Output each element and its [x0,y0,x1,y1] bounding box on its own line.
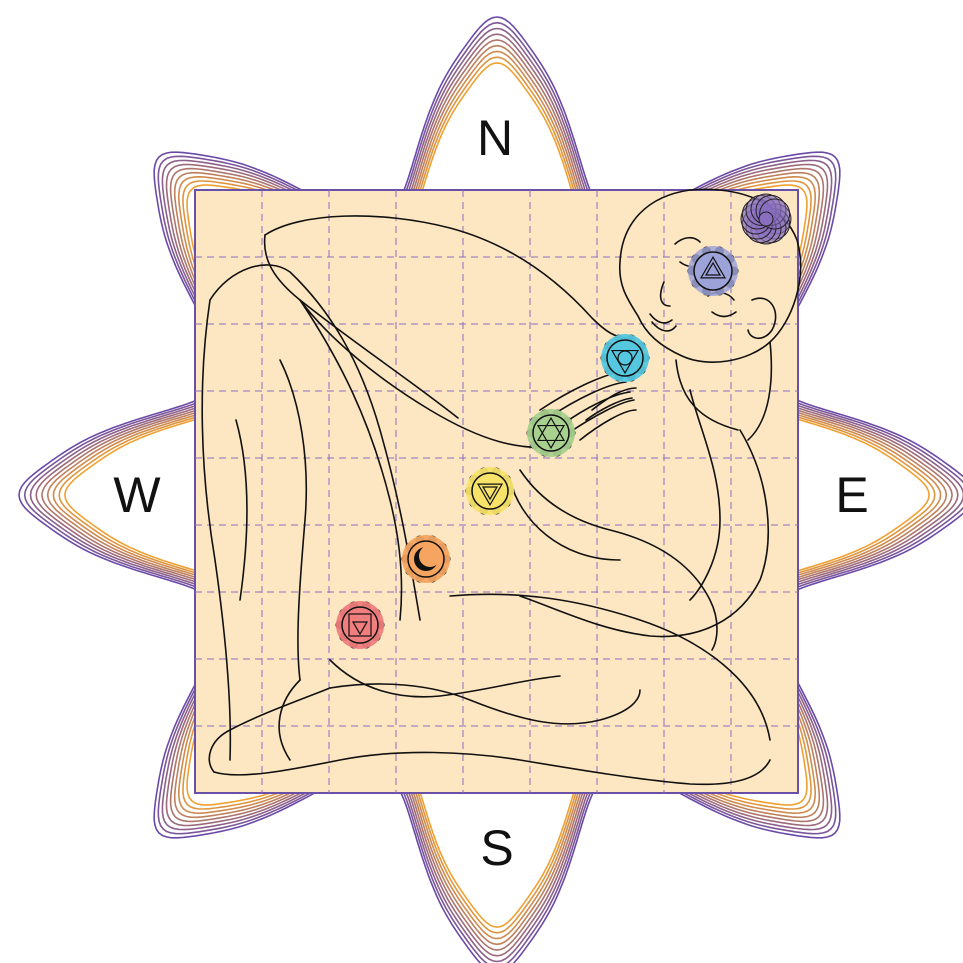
direction-north: N [477,110,513,166]
direction-south: S [480,820,513,876]
direction-east: E [835,467,868,523]
crown-chakra [741,194,791,244]
direction-west: W [113,467,161,523]
third-eye-chakra [688,246,739,296]
